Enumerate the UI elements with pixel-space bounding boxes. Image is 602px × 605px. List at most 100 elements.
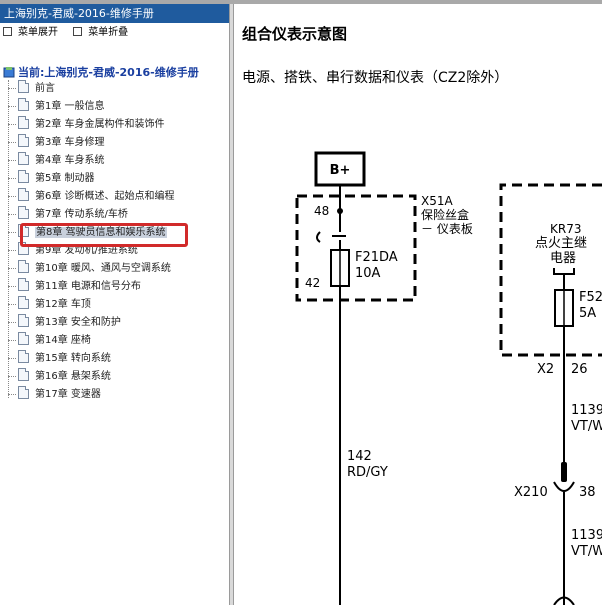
kr73-id: KR73: [550, 222, 581, 236]
wire-142-number: 142: [347, 449, 372, 464]
document-icon: [18, 116, 29, 129]
connector-symbol: [316, 231, 346, 243]
tree-connector: [8, 105, 16, 107]
tree-connector: [8, 249, 16, 251]
collapse-menu-button[interactable]: 菜单折叠: [73, 27, 128, 38]
x51a-name-1: 保险丝盒: [421, 207, 469, 222]
bplus-label: B+: [330, 163, 351, 178]
tree-item[interactable]: 第3章 车身修理: [8, 134, 105, 152]
tree-connector: [8, 375, 16, 377]
pin-38: 38: [579, 485, 596, 500]
tree-item-label: 第11章 电源和信号分布: [35, 281, 141, 292]
tree-connector: [8, 195, 16, 197]
tree-item-label: 第2章 车身金属构件和装饰件: [35, 119, 165, 130]
tree-item[interactable]: 第12章 车顶: [8, 296, 91, 314]
tree-item-label: 第7章 传动系统/车桥: [35, 209, 128, 220]
tree-item[interactable]: 前言: [8, 80, 55, 98]
tree-item-label: 第17章 变速器: [35, 389, 101, 400]
tree-item[interactable]: 第15章 转向系统: [8, 350, 111, 368]
document-icon: [18, 278, 29, 291]
tree-item-label: 第8章 驾驶员信息和娱乐系统: [35, 227, 167, 238]
tree-item-label: 第12章 车顶: [35, 299, 91, 310]
tree-connector: [8, 80, 9, 398]
wiring-diagram: B+ X51A 保险丝盒 － 仪表板 48 F21DA 10A 42 142 R…: [295, 151, 602, 605]
tree-connector: [8, 87, 16, 89]
document-icon: [18, 206, 29, 219]
sidebar: 上海别克-君威-2016-维修手册 菜单展开 菜单折叠 当前:上海别克-君威-2…: [0, 4, 229, 605]
page-title: 组合仪表示意图: [242, 25, 348, 43]
tree-item-label: 第3章 车身修理: [35, 137, 105, 148]
document-icon: [18, 350, 29, 363]
bottom-connector: [553, 596, 575, 605]
x210-label: X210: [514, 485, 548, 500]
tree-item[interactable]: 第16章 悬架系统: [8, 368, 111, 386]
sidebar-title: 上海别克-君威-2016-维修手册: [0, 4, 229, 23]
relay-bracket: [553, 268, 575, 275]
tree-connector: [8, 339, 16, 341]
document-icon: [18, 332, 29, 345]
tree-item[interactable]: 第14章 座椅: [8, 332, 91, 350]
document-icon: [18, 188, 29, 201]
pin-26: 26: [571, 362, 588, 377]
collapse-icon: [73, 27, 83, 36]
fuse-f21da-name: F21DA: [355, 250, 398, 265]
menu-actions: 菜单展开 菜单折叠: [0, 23, 229, 43]
pin-48: 48: [314, 204, 329, 218]
tree-item[interactable]: 第6章 诊断概述、起始点和编程: [8, 188, 175, 206]
fuse-f52-rating: 5A: [579, 306, 596, 321]
tree-item-label: 第9章 发动机/推进系统: [35, 245, 138, 256]
document-pane: 组合仪表示意图 电源、搭铁、串行数据和仪表（CZ2除外） B+ X51A 保险丝…: [234, 4, 602, 605]
wire-1139-lower-color: VT/W: [571, 544, 602, 559]
expand-icon: [3, 27, 12, 36]
tree-connector: [8, 321, 16, 323]
x51a-fusebox: [295, 194, 417, 302]
tree-root[interactable]: 当前:上海别克-君威-2016-维修手册: [3, 64, 199, 80]
document-icon: [18, 98, 29, 111]
tree-item-label: 第14章 座椅: [35, 335, 91, 346]
document-icon: [18, 170, 29, 183]
tree-item-label: 第1章 一般信息: [35, 101, 105, 112]
tree-item[interactable]: 第13章 安全和防护: [8, 314, 121, 332]
tree-item[interactable]: 第1章 一般信息: [8, 98, 105, 116]
tree-item[interactable]: 第11章 电源和信号分布: [8, 278, 141, 296]
window-top-border: [0, 0, 602, 4]
document-icon: [18, 152, 29, 165]
document-icon: [18, 296, 29, 309]
tree-item[interactable]: 第5章 制动器: [8, 170, 95, 188]
tree-connector: [8, 123, 16, 125]
kr73-relay-box: [499, 183, 602, 357]
tree-item-label: 第13章 安全和防护: [35, 317, 121, 328]
tree-connector: [8, 267, 16, 269]
tree-item-label: 第4章 车身系统: [35, 155, 105, 166]
tree-item[interactable]: 第7章 传动系统/车桥: [8, 206, 128, 224]
document-icon: [18, 80, 29, 93]
tree-connector: [8, 141, 16, 143]
expand-menu-button[interactable]: 菜单展开: [3, 27, 58, 38]
x210-pin: [561, 462, 567, 482]
tree-item-label: 第5章 制动器: [35, 173, 95, 184]
tree-item[interactable]: 第2章 车身金属构件和装饰件: [8, 116, 165, 134]
tree-item[interactable]: 第4章 车身系统: [8, 152, 105, 170]
tree-connector: [8, 159, 16, 161]
tree-connector: [8, 357, 16, 359]
wire-1139-upper-number: 1139: [571, 403, 602, 418]
tree-item-label: 前言: [35, 83, 55, 94]
tree-item-label: 第6章 诊断概述、起始点和编程: [35, 191, 175, 202]
document-icon: [18, 314, 29, 327]
tree-root-label: 当前:上海别克-君威-2016-维修手册: [18, 66, 199, 79]
tree-item-label: 第16章 悬架系统: [35, 371, 111, 382]
document-icon: [18, 260, 29, 273]
x51a-name-2: － 仪表板: [421, 222, 473, 236]
book-icon: [3, 67, 15, 78]
tree-connector: [8, 303, 16, 305]
tree-item[interactable]: 第17章 变速器: [8, 386, 101, 404]
tree-connector: [8, 231, 16, 233]
document-icon: [18, 134, 29, 147]
x210-socket: [553, 481, 575, 492]
pane-splitter[interactable]: [229, 4, 234, 605]
document-icon: [18, 386, 29, 399]
tree-connector: [8, 177, 16, 179]
wire-142-color: RD/GY: [347, 465, 388, 480]
page-subtitle: 电源、搭铁、串行数据和仪表（CZ2除外）: [242, 70, 509, 86]
tree-item[interactable]: 第10章 暖风、通风与空调系统: [8, 260, 171, 278]
